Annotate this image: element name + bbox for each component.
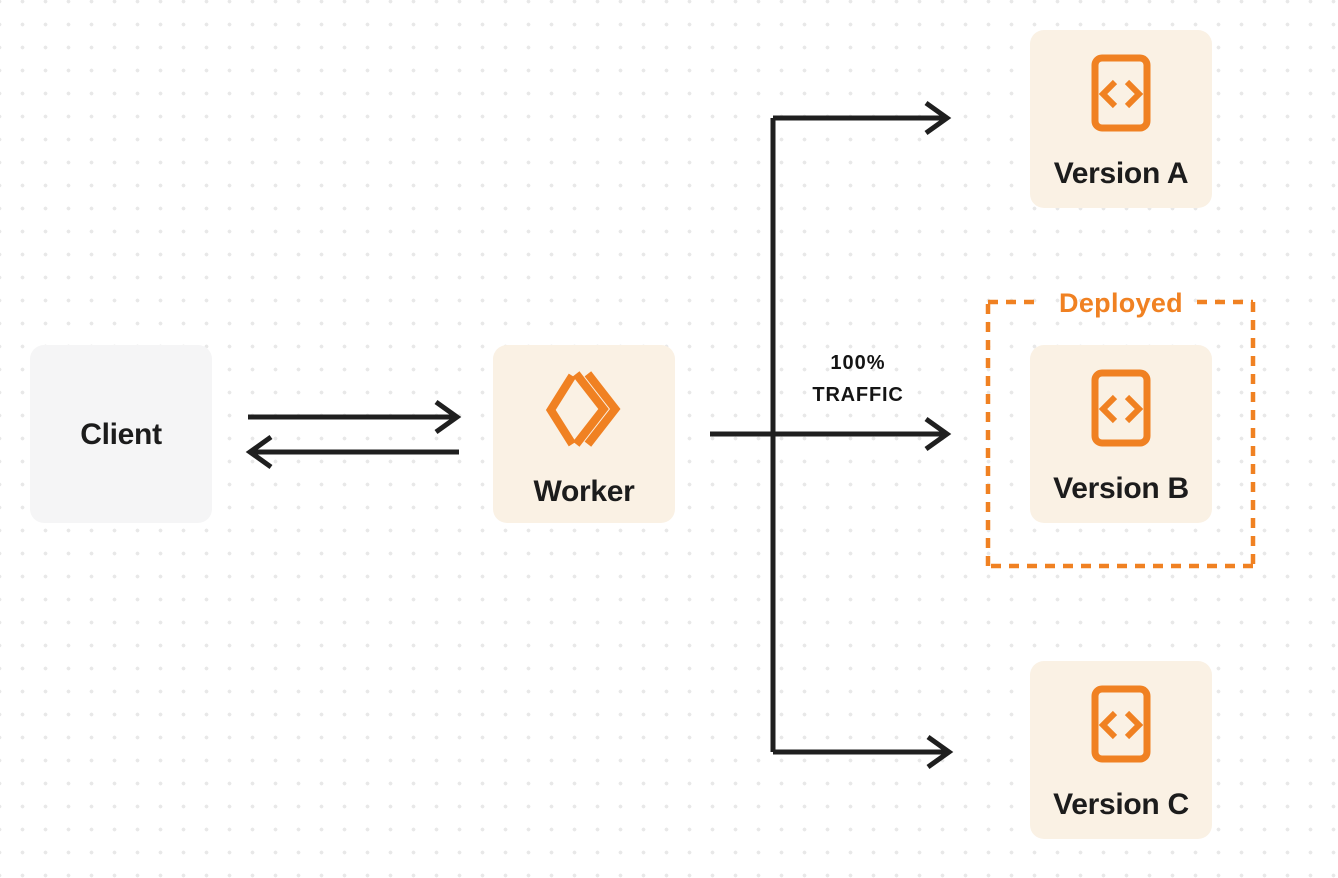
traffic-annotation: 100% TRAFFIC <box>777 351 939 407</box>
deployed-badge: Deployed <box>1059 288 1183 318</box>
traffic-percent: 100% <box>830 352 886 374</box>
client-node: Client <box>30 345 212 523</box>
code-file-icon <box>1091 369 1151 447</box>
arrowhead-version-c-icon <box>926 734 954 770</box>
version-a-node: Version A <box>1030 30 1212 208</box>
version-c-label: Version C <box>1053 787 1189 821</box>
version-b-label: Version B <box>1053 471 1189 505</box>
worker-chevrons-icon <box>543 368 625 450</box>
traffic-word: TRAFFIC <box>812 384 904 406</box>
worker-node: Worker <box>493 345 675 523</box>
version-b-node: Version B <box>1030 345 1212 523</box>
worker-label: Worker <box>533 474 635 508</box>
code-file-icon <box>1091 54 1151 132</box>
version-a-label: Version A <box>1053 156 1189 190</box>
code-file-icon <box>1091 685 1151 763</box>
client-label: Client <box>80 417 162 451</box>
arrowhead-right-icon <box>434 399 462 435</box>
arrowhead-left-icon <box>245 434 273 470</box>
version-c-node: Version C <box>1030 661 1212 839</box>
arrowhead-version-a-icon <box>924 100 952 136</box>
arrowhead-version-b-icon <box>924 416 952 452</box>
